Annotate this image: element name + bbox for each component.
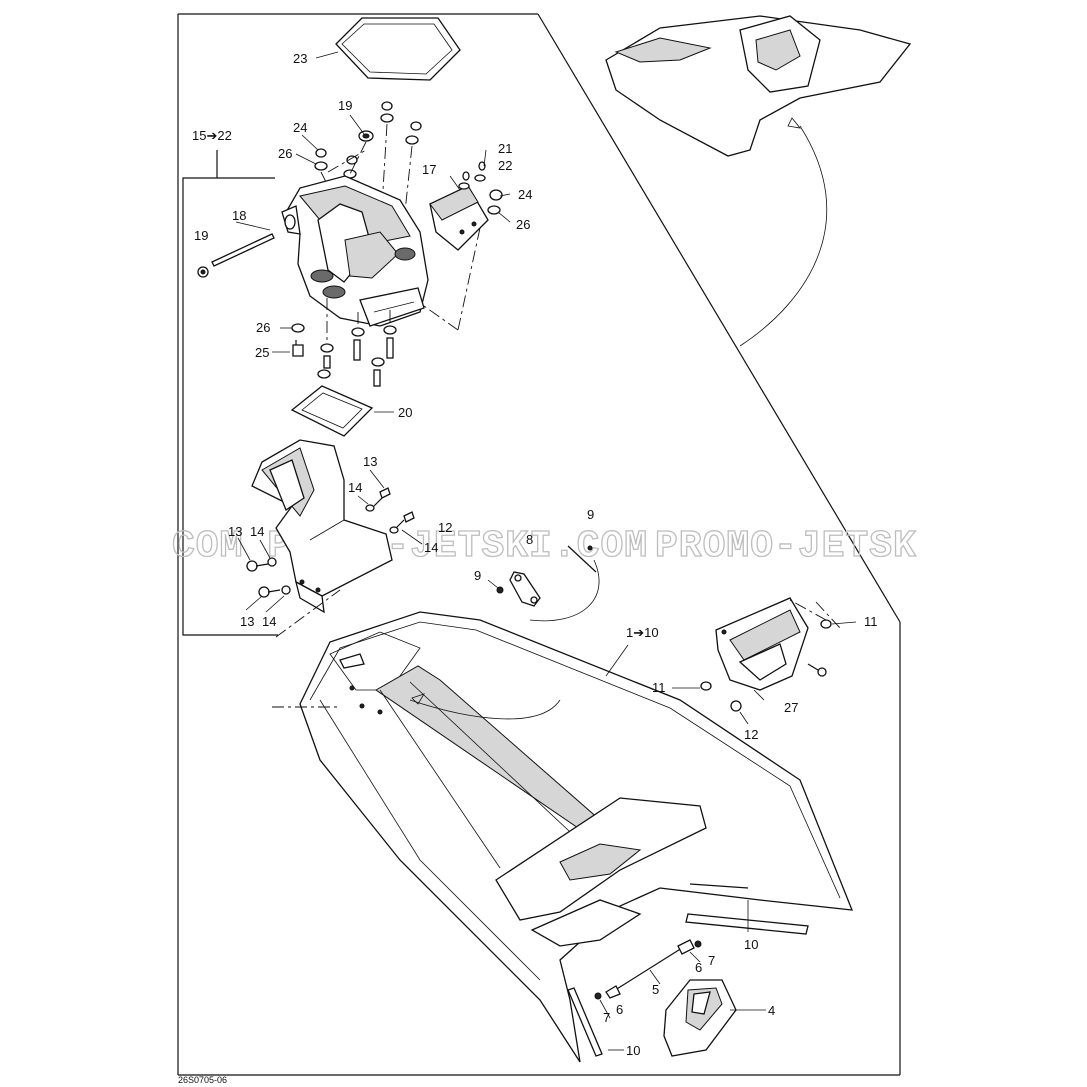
rod-part-18: [197, 221, 275, 278]
trim-part-10: [567, 913, 809, 1057]
group-bracket: [182, 150, 278, 636]
seat-thumbnail: [605, 15, 912, 347]
rod-part-5: [594, 939, 702, 1000]
callout-18: 18: [232, 208, 246, 223]
callout-6a: 6: [695, 960, 702, 975]
callout-14d: 14: [262, 614, 276, 629]
callout-7b: 7: [603, 1010, 610, 1025]
callout-10b: 10: [626, 1043, 640, 1058]
housing-part-12: [251, 439, 393, 614]
callout-14b: 14: [424, 540, 438, 555]
clip-part-17: [423, 161, 503, 331]
hardware-top: [314, 101, 422, 241]
callout-12b: 12: [744, 727, 758, 742]
callout-9a: 9: [587, 507, 594, 522]
leader-lines: [272, 589, 629, 708]
callout-19b: 19: [194, 228, 208, 243]
callout-23: 23: [293, 51, 307, 66]
callout-27: 27: [784, 700, 798, 715]
drawing-code: 26S0705-06: [178, 1075, 227, 1085]
callout-10a: 10: [744, 937, 758, 952]
callout-26c: 26: [256, 320, 270, 335]
callout-5: 5: [652, 982, 659, 997]
screws-part-13: [246, 487, 415, 598]
callout-13a: 13: [363, 454, 377, 469]
callout-9b: 9: [474, 568, 481, 583]
callout-14c: 14: [250, 524, 264, 539]
callout-11a: 11: [864, 614, 878, 629]
callout-22: 22: [498, 158, 512, 173]
seat-part-1: [299, 611, 854, 1063]
callout-12a: 12: [438, 520, 452, 535]
gasket-part-20: [290, 385, 374, 437]
callout-6b: 6: [616, 1002, 623, 1017]
bolts-part-25: [291, 298, 397, 387]
callout-25: 25: [255, 345, 269, 360]
watermark: COM PROMO-JETSKI.COM PROMO-JETSK: [171, 524, 917, 568]
cover-part-4: [663, 979, 737, 1057]
callout-leaders: [237, 114, 857, 1051]
callout-26: 26: [278, 146, 292, 161]
callout-7a: 7: [708, 953, 715, 968]
callout-17: 17: [422, 162, 436, 177]
lever-part-8: [496, 545, 600, 622]
watermark-text-left: COM PROMO-JETSKI.COM: [172, 525, 648, 568]
callout-13c: 13: [240, 614, 254, 629]
group-label-15-22: 15➔22: [192, 128, 232, 143]
bracket-part-15: [281, 175, 429, 327]
bracket-part-27: [700, 597, 841, 712]
callout-21: 21: [498, 141, 512, 156]
group-label-1-10: 1➔10: [626, 625, 659, 640]
callout-4: 4: [768, 1003, 775, 1018]
gasket-part-23: [315, 17, 461, 81]
callout-19: 19: [338, 98, 352, 113]
callout-labels: 23 19 24 26 15➔22 18 19 17 21 22 24 26 2…: [192, 51, 878, 1058]
callout-26b: 26: [516, 217, 530, 232]
callout-8: 8: [526, 532, 533, 547]
callout-24: 24: [293, 120, 307, 135]
callout-14a: 14: [348, 480, 362, 495]
callout-11b: 11: [652, 680, 666, 695]
callout-13b: 13: [228, 524, 242, 539]
watermark-text-right: PROMO-JETSK: [655, 525, 917, 568]
callout-24b: 24: [518, 187, 532, 202]
frame-lines: [177, 13, 901, 1076]
callout-20: 20: [398, 405, 412, 420]
